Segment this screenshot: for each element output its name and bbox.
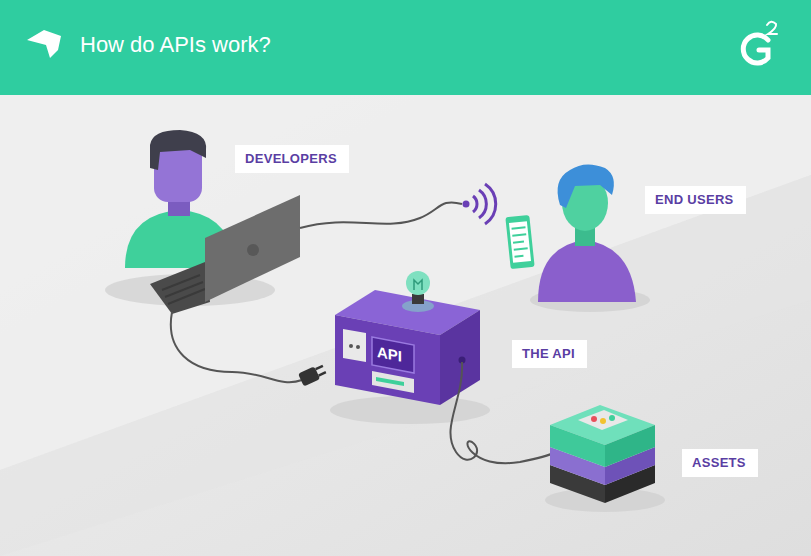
end-user-figure-part — [558, 164, 614, 208]
label-box: DEVELOPERS — [235, 145, 349, 173]
header-bar — [0, 0, 811, 95]
api-box-part — [335, 315, 440, 405]
server-stack-part — [609, 415, 615, 421]
laptop-part — [162, 275, 205, 304]
header-icon-part — [27, 30, 61, 58]
wifi-wire-part — [300, 202, 462, 228]
developer-figure-part — [150, 130, 206, 170]
power-cable-part — [298, 363, 327, 387]
phone-part — [509, 221, 531, 263]
phone-part — [505, 215, 534, 269]
logo — [743, 22, 777, 63]
server-stack-part — [591, 416, 597, 422]
light-bulb-part — [406, 271, 430, 295]
light-bulb — [402, 271, 434, 312]
label-text: THE API — [522, 346, 577, 362]
wifi-wire — [300, 184, 496, 228]
label-box: THE API — [512, 340, 587, 368]
api-box-part — [372, 371, 414, 393]
end-user-figure — [538, 164, 636, 302]
end-user-figure-part — [538, 240, 636, 302]
page-title: How do APIs work? — [80, 31, 271, 59]
laptop-part — [150, 262, 210, 314]
server-stack-part — [600, 418, 606, 424]
asset-cable — [450, 362, 556, 463]
power-cable-part — [171, 312, 302, 382]
api-box-part — [376, 377, 404, 386]
label-text: END USERS — [655, 192, 736, 208]
api-box-part — [349, 344, 353, 348]
background-part — [0, 175, 811, 556]
api-box-part — [343, 329, 366, 362]
api-box-part — [356, 345, 360, 349]
background — [0, 95, 811, 556]
server-stack-part — [578, 410, 628, 430]
power-cable-part — [318, 371, 326, 377]
server-stack-part — [550, 425, 605, 467]
label-box: END USERS — [645, 186, 746, 214]
shadows — [105, 274, 665, 512]
api-box-part — [372, 337, 414, 373]
phone — [505, 215, 534, 269]
server-stack-part — [605, 425, 655, 467]
header-icon — [27, 30, 61, 58]
logo-part — [767, 22, 777, 34]
light-bulb-part — [412, 294, 424, 304]
power-cable — [171, 312, 328, 387]
background-part — [0, 95, 811, 556]
wifi-wire-part — [473, 196, 477, 212]
laptop-part — [205, 195, 300, 302]
box-label: API — [377, 343, 402, 366]
shadows-part — [330, 396, 490, 424]
light-bulb-part — [414, 280, 422, 290]
label-text: ASSETS — [692, 455, 748, 471]
laptop — [150, 195, 300, 314]
server-stack — [550, 405, 655, 503]
wifi-wire-part — [463, 201, 470, 208]
asset-cable-part — [450, 362, 556, 463]
wifi-wire-part — [485, 184, 496, 224]
phone-part — [512, 227, 529, 256]
laptop-part — [247, 244, 259, 256]
wifi-wire-part — [479, 190, 486, 218]
logo-part — [743, 35, 768, 63]
power-cable-part — [315, 365, 323, 371]
label-box: ASSETS — [682, 449, 758, 477]
label-text: DEVELOPERS — [245, 151, 339, 167]
api-box — [335, 290, 480, 405]
header-bar-part — [0, 0, 811, 95]
